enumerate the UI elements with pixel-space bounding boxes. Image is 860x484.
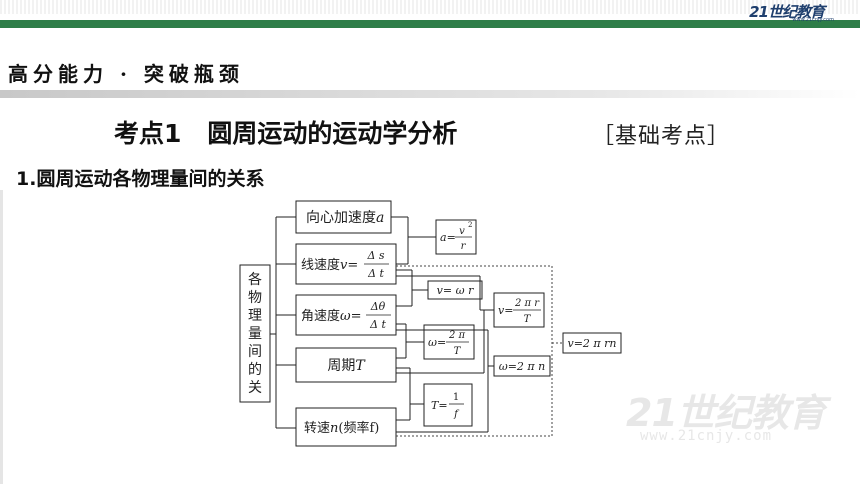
brand-logo-sub: www.21cnjy.com xyxy=(792,17,834,23)
f-T-den: f xyxy=(453,409,460,420)
kaodian-badge: ［基础考点］ xyxy=(592,124,731,149)
angular-num: Δθ xyxy=(370,300,386,313)
f-v-final-box xyxy=(562,332,622,354)
section-title: 高分能力 · 突破瓶颈 xyxy=(8,62,244,86)
f-omega-n: ω=2 π n xyxy=(499,360,546,373)
f-T-num: 1 xyxy=(453,392,459,403)
f-T-lhs: T= xyxy=(431,399,448,412)
root-char-2: 物 xyxy=(248,290,262,306)
root-char-5: 间 xyxy=(248,344,262,360)
root-char-4: 量 xyxy=(248,326,262,342)
root-box xyxy=(239,264,271,403)
f-T-box xyxy=(423,383,473,427)
top-green-strip xyxy=(0,20,860,28)
top-stripe xyxy=(0,0,860,14)
accel-text: 向心加速度a xyxy=(306,210,384,226)
f-v-num: 2 π r xyxy=(514,298,540,309)
kaodian-label: 考点1 xyxy=(114,119,182,148)
period-text: 周期T xyxy=(327,358,366,374)
top-bar xyxy=(0,0,860,28)
f-accel-lhs: a= xyxy=(440,231,456,244)
angular-text: 角速度ω= xyxy=(301,308,362,324)
watermark-url: www.21cnjy.com xyxy=(640,428,773,444)
f-v-lhs: v= xyxy=(498,304,513,317)
kaodian-heading: 考点1 圆周运动的运动学分析 xyxy=(114,114,457,150)
brand-logo: 21世纪教育 xyxy=(749,1,825,22)
subtitle: 1.圆周运动各物理量间的关系 xyxy=(16,168,265,190)
left-rule xyxy=(0,190,3,484)
f-omega-den: T xyxy=(454,346,462,357)
freq-box xyxy=(295,407,397,447)
f-v-omega-r: v= ω r xyxy=(437,284,474,297)
kaodian-title: 圆周运动的运动学分析 xyxy=(207,119,458,148)
section-rule xyxy=(0,90,860,98)
linear-num: Δ s xyxy=(366,249,384,262)
f-accel-den: r xyxy=(461,241,467,252)
linear-text: 线速度v= xyxy=(301,257,358,273)
freq-text: 转速n(频率f) xyxy=(304,420,379,436)
f-v-den: T xyxy=(524,314,532,325)
f-accel-exp: 2 xyxy=(468,221,472,229)
f-omega-num: 2 π xyxy=(448,330,466,341)
root-char-3: 理 xyxy=(248,308,262,324)
f-v-final: v=2 π rn xyxy=(568,337,617,350)
f-omega-lhs: ω= xyxy=(428,336,446,349)
f-accel-num: v xyxy=(459,226,465,237)
root-char-1: 各 xyxy=(248,272,262,288)
linear-den: Δ t xyxy=(367,267,384,280)
brand-logo-text: 21世纪教育 xyxy=(749,3,825,21)
angular-den: Δ t xyxy=(369,318,386,331)
watermark-logo: 21世纪教育 xyxy=(626,391,826,435)
root-char-6: 的 xyxy=(248,362,262,378)
root-char-7: 关 xyxy=(248,380,262,396)
